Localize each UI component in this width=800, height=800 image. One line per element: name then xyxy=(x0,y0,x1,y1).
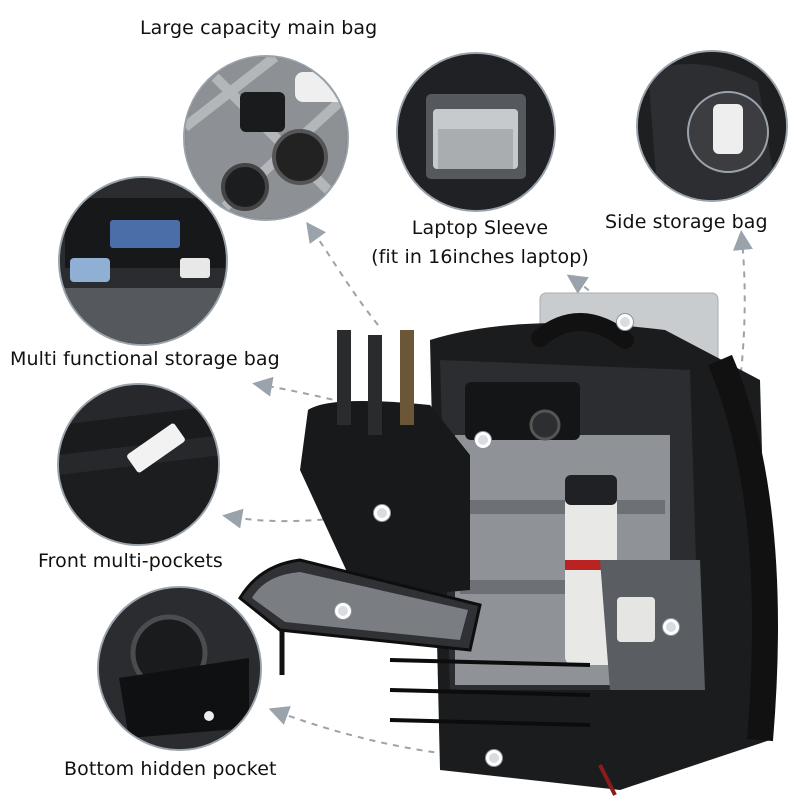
callout-dot-front-pockets xyxy=(335,603,351,619)
callout-laptop-sleeve-line1: Laptop Sleeve xyxy=(411,217,549,239)
detail-circle-laptop-sleeve xyxy=(396,52,556,212)
callout-front-pockets: Front multi-pockets xyxy=(38,550,223,572)
detail-circle-side-storage xyxy=(636,50,788,202)
callout-laptop-sleeve: Laptop Sleeve (fit in 16inches laptop) xyxy=(360,214,600,272)
detail-circle-front-pockets xyxy=(57,383,220,546)
detail-circle-bottom-pocket xyxy=(97,586,262,751)
callout-multi-storage: Multi functional storage bag xyxy=(10,348,280,370)
callout-dot-main-bag xyxy=(475,432,491,448)
detail-circle-multi-storage xyxy=(58,176,228,346)
callout-main-bag: Large capacity main bag xyxy=(140,17,378,39)
callout-side-storage: Side storage bag xyxy=(605,211,768,233)
callout-dot-multi-storage xyxy=(374,505,390,521)
detail-circle-main-bag xyxy=(183,55,349,221)
callout-dot-side-storage xyxy=(663,619,679,635)
callout-dot-bottom-pocket xyxy=(486,750,502,766)
callout-bottom-pocket: Bottom hidden pocket xyxy=(64,758,277,780)
callout-laptop-sleeve-line2: (fit in 16inches laptop) xyxy=(371,246,589,268)
callout-dot-laptop xyxy=(617,314,633,330)
